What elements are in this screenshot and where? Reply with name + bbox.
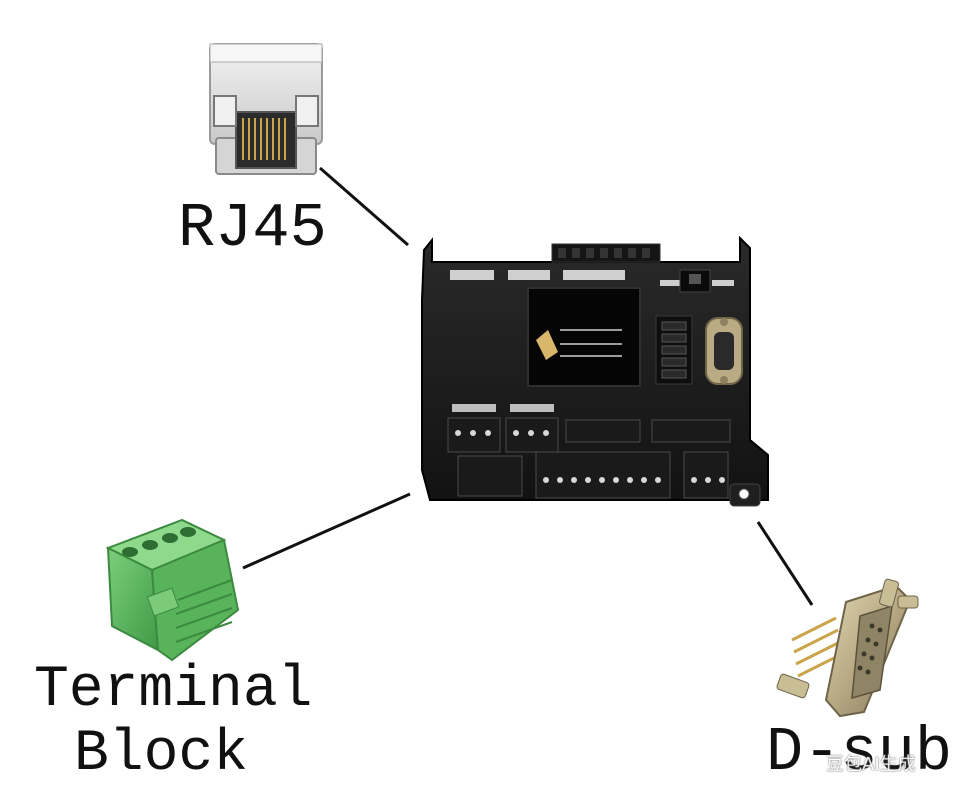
line-terminal-block: [242, 492, 411, 570]
rj45-jack-image: [209, 43, 323, 175]
watermark-text: 豆包AI生成: [826, 754, 916, 775]
dsub-connector-image: [776, 578, 919, 718]
rj45-label: RJ45: [178, 193, 327, 264]
terminal-block-image: [105, 518, 240, 662]
line-dsub: [756, 521, 814, 606]
controller-module-image: [421, 235, 769, 507]
dsub-label: D-sub: [766, 717, 953, 788]
terminal-block-label-line1: Terminal: [34, 658, 313, 723]
connector-lines: [242, 166, 814, 606]
terminal-block-label-line2: Block: [74, 722, 249, 787]
line-rj45: [319, 166, 409, 247]
